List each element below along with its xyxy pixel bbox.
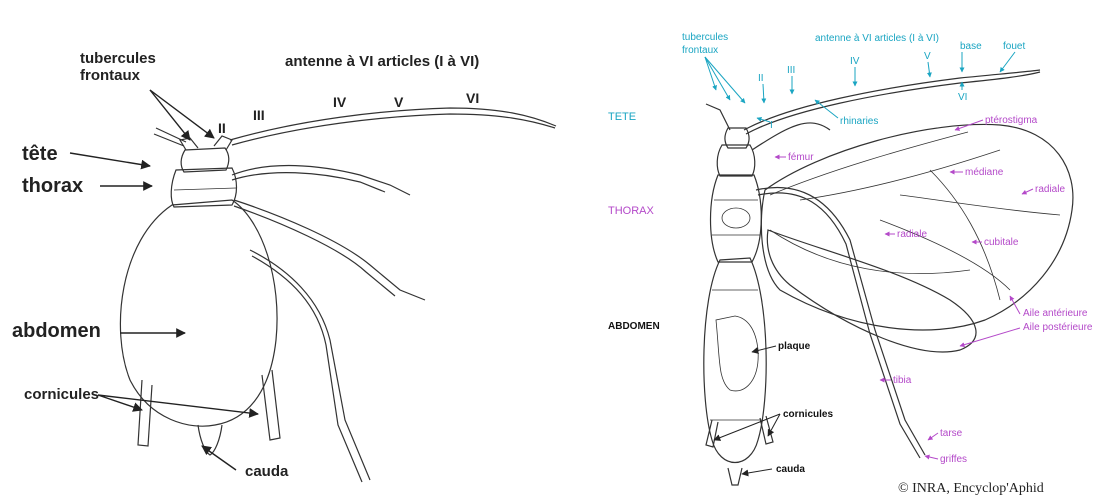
left-cornicules-label: cornicules — [24, 386, 99, 403]
right-radiale-top-label: radiale — [1035, 184, 1065, 195]
credit-caption: © INRA, Encyclop'Aphid — [898, 481, 1044, 496]
left-abdomen-label: abdomen — [12, 320, 101, 342]
left-segment-VI: VI — [466, 90, 479, 106]
right-femur-label: fémur — [788, 152, 814, 163]
left-cauda-label: cauda — [245, 463, 289, 480]
right-segment-V: V — [924, 51, 931, 62]
right-tarse-label: tarse — [940, 428, 963, 439]
right-tubercules-label-2: frontaux — [682, 45, 718, 56]
right-segment-I: I — [770, 120, 773, 131]
right-tete-label: TETE — [608, 111, 636, 123]
right-thorax-label: THORAX — [608, 205, 655, 217]
right-antenne-label: antenne à VI articles (I à VI) — [815, 33, 939, 44]
right-pterostigma-label: ptérostigma — [985, 115, 1038, 126]
right-cauda-label: cauda — [776, 464, 805, 475]
right-segment-IV: IV — [850, 56, 860, 67]
right-base-label: base — [960, 41, 982, 52]
right-segment-VI: VI — [958, 92, 967, 103]
left-thorax-label: thorax — [22, 175, 83, 197]
right-cubitale-label: cubitale — [984, 237, 1019, 248]
left-antenne-label: antenne à VI articles (I à VI) — [285, 53, 479, 70]
right-rhinaries-label: rhinaries — [840, 116, 878, 127]
left-segment-II: II — [218, 120, 226, 136]
right-radiale-mid-label: radiale — [897, 229, 927, 240]
winged-aphid-drawing — [704, 70, 1073, 485]
left-segment-IV: IV — [333, 94, 347, 110]
right-mediane-label: médiane — [965, 167, 1004, 178]
left-tubercules-label-1: tubercules — [80, 50, 156, 67]
right-black-arrows — [714, 346, 780, 474]
wingless-aphid-drawing — [70, 90, 556, 482]
left-tubercules-label-2: frontaux — [80, 67, 141, 84]
right-cyan-arrows — [705, 52, 1015, 122]
right-fouet-label: fouet — [1003, 41, 1025, 52]
left-tete-label: tête — [22, 143, 58, 165]
left-segment-III: III — [253, 107, 265, 123]
right-tibia-label: tibia — [893, 375, 912, 386]
left-segment-V: V — [394, 94, 404, 110]
right-segment-II: II — [758, 73, 764, 84]
right-plaque-label: plaque — [778, 341, 811, 352]
right-segment-III: III — [787, 65, 795, 76]
right-cornicules-label: cornicules — [783, 409, 833, 420]
right-abdomen-label: ABDOMEN — [608, 321, 660, 332]
right-aile-anterieure-label: Aile antérieure — [1023, 308, 1088, 319]
right-tubercules-label-1: tubercules — [682, 32, 728, 43]
right-griffes-label: griffes — [940, 454, 967, 465]
right-aile-posterieure-label: Aile postérieure — [1023, 322, 1093, 333]
